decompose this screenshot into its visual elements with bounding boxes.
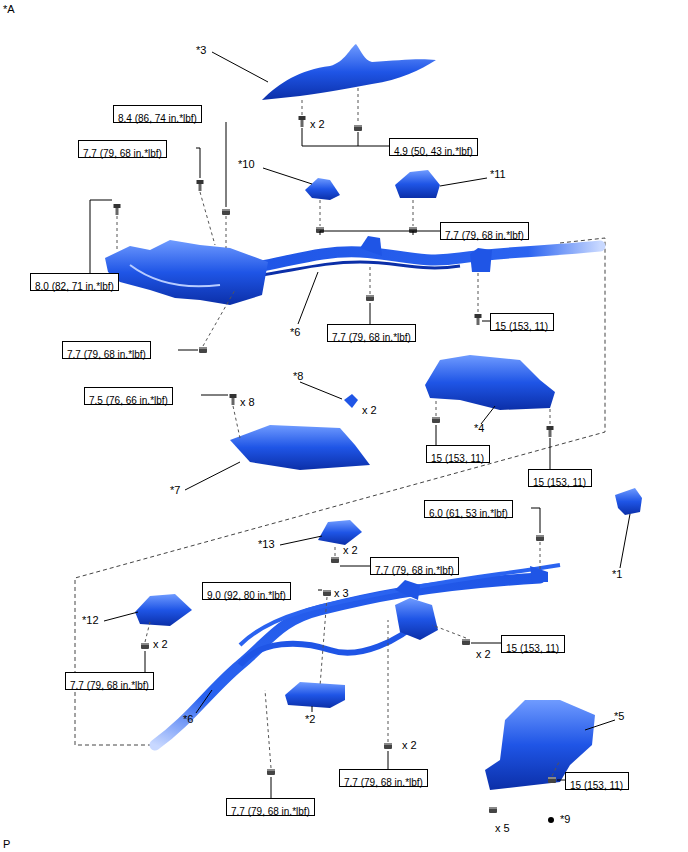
torque-spec-box: 4.9 (50, 43 in.*lbf)	[389, 138, 478, 156]
torque-spec-box: 7.7 (79, 68 in.*lbf)	[78, 140, 167, 158]
torque-value: 15 (153, 11)	[495, 321, 548, 333]
torque-spec-box: 7.7 (79, 68 in.*lbf)	[226, 798, 315, 816]
callout-number: *2	[305, 713, 315, 726]
callout-number: *9	[560, 813, 570, 826]
torque-spec-box: 8.0 (82, 71 in.*lbf)	[30, 273, 119, 291]
torque-spec-box: 7.7 (79, 68 in.*lbf)	[65, 672, 154, 690]
torque-spec-box: 7.7 (79, 68 in.*lbf)	[370, 557, 459, 575]
torque-spec-box: 15 (153, 11)	[426, 445, 490, 463]
quantity-mark: x 2	[402, 739, 417, 752]
callout-number: *12	[82, 614, 99, 627]
callout-number: *8	[293, 370, 303, 383]
torque-value: 7.7 (79, 68 in.*lbf)	[344, 777, 423, 789]
torque-value: 8.4 (86, 74 in.*lbf)	[118, 113, 197, 125]
torque-spec-box: 15 (153, 11)	[490, 313, 554, 331]
torque-value: 15 (153, 11)	[431, 453, 484, 465]
torque-value: 15 (153, 11)	[506, 643, 559, 655]
torque-value: 7.7 (79, 68 in.*lbf)	[67, 349, 146, 361]
torque-value: 7.5 (76, 66 in.*lbf)	[89, 395, 168, 407]
torque-spec-box: 15 (153, 11)	[501, 635, 565, 653]
torque-value: 15 (153, 11)	[570, 780, 623, 792]
quantity-mark: x 2	[476, 648, 491, 661]
callout-number: *4	[474, 422, 484, 435]
quantity-mark: x 2	[362, 404, 377, 417]
torque-spec-box: 6.0 (61, 53 in.*lbf)	[424, 500, 513, 518]
callout-number: *6	[183, 713, 193, 726]
quantity-mark: x 8	[240, 396, 255, 409]
torque-value: 7.7 (79, 68 in.*lbf)	[231, 806, 310, 818]
callout-number: *3	[196, 44, 206, 57]
torque-spec-box: 7.7 (79, 68 in.*lbf)	[327, 324, 416, 342]
quantity-mark: x 2	[153, 638, 168, 651]
torque-value: 8.0 (82, 71 in.*lbf)	[35, 281, 114, 293]
quantity-mark: x 2	[343, 544, 358, 557]
quantity-mark: x 5	[495, 822, 510, 835]
torque-spec-box: 15 (153, 11)	[565, 772, 629, 790]
torque-spec-box: 7.7 (79, 68 in.*lbf)	[62, 341, 151, 359]
torque-value: 7.7 (79, 68 in.*lbf)	[445, 230, 524, 242]
callout-number: *6	[290, 326, 300, 339]
torque-spec-box: 7.7 (79, 68 in.*lbf)	[440, 222, 529, 240]
torque-value: 15 (153, 11)	[533, 477, 586, 489]
torque-value: 6.0 (61, 53 in.*lbf)	[429, 508, 508, 520]
torque-spec-box: 7.5 (76, 66 in.*lbf)	[84, 387, 173, 405]
torque-value: 9.0 (92, 80 in.*lbf)	[207, 590, 286, 602]
torque-spec-box: 8.4 (86, 74 in.*lbf)	[113, 105, 202, 123]
torque-value: 4.9 (50, 43 in.*lbf)	[394, 146, 473, 158]
torque-spec-box: 15 (153, 11)	[528, 469, 592, 487]
callout-number: *11	[490, 168, 506, 181]
torque-spec-box: 9.0 (92, 80 in.*lbf)	[202, 582, 291, 600]
callout-number: *1	[612, 568, 622, 581]
page-mark: P	[3, 838, 10, 851]
torque-spec-box: 7.7 (79, 68 in.*lbf)	[339, 769, 428, 787]
callout-number: *7	[170, 484, 180, 497]
callout-number: *5	[614, 710, 624, 723]
callout-number: *A	[3, 3, 15, 16]
torque-value: 7.7 (79, 68 in.*lbf)	[70, 680, 149, 692]
callout-number: *10	[238, 158, 255, 171]
torque-value: 7.7 (79, 68 in.*lbf)	[332, 332, 411, 344]
torque-value: 7.7 (79, 68 in.*lbf)	[375, 565, 454, 577]
quantity-mark: x 2	[310, 118, 325, 131]
quantity-mark: x 3	[334, 587, 349, 600]
callout-number: *13	[258, 538, 275, 551]
torque-value: 7.7 (79, 68 in.*lbf)	[83, 148, 162, 160]
